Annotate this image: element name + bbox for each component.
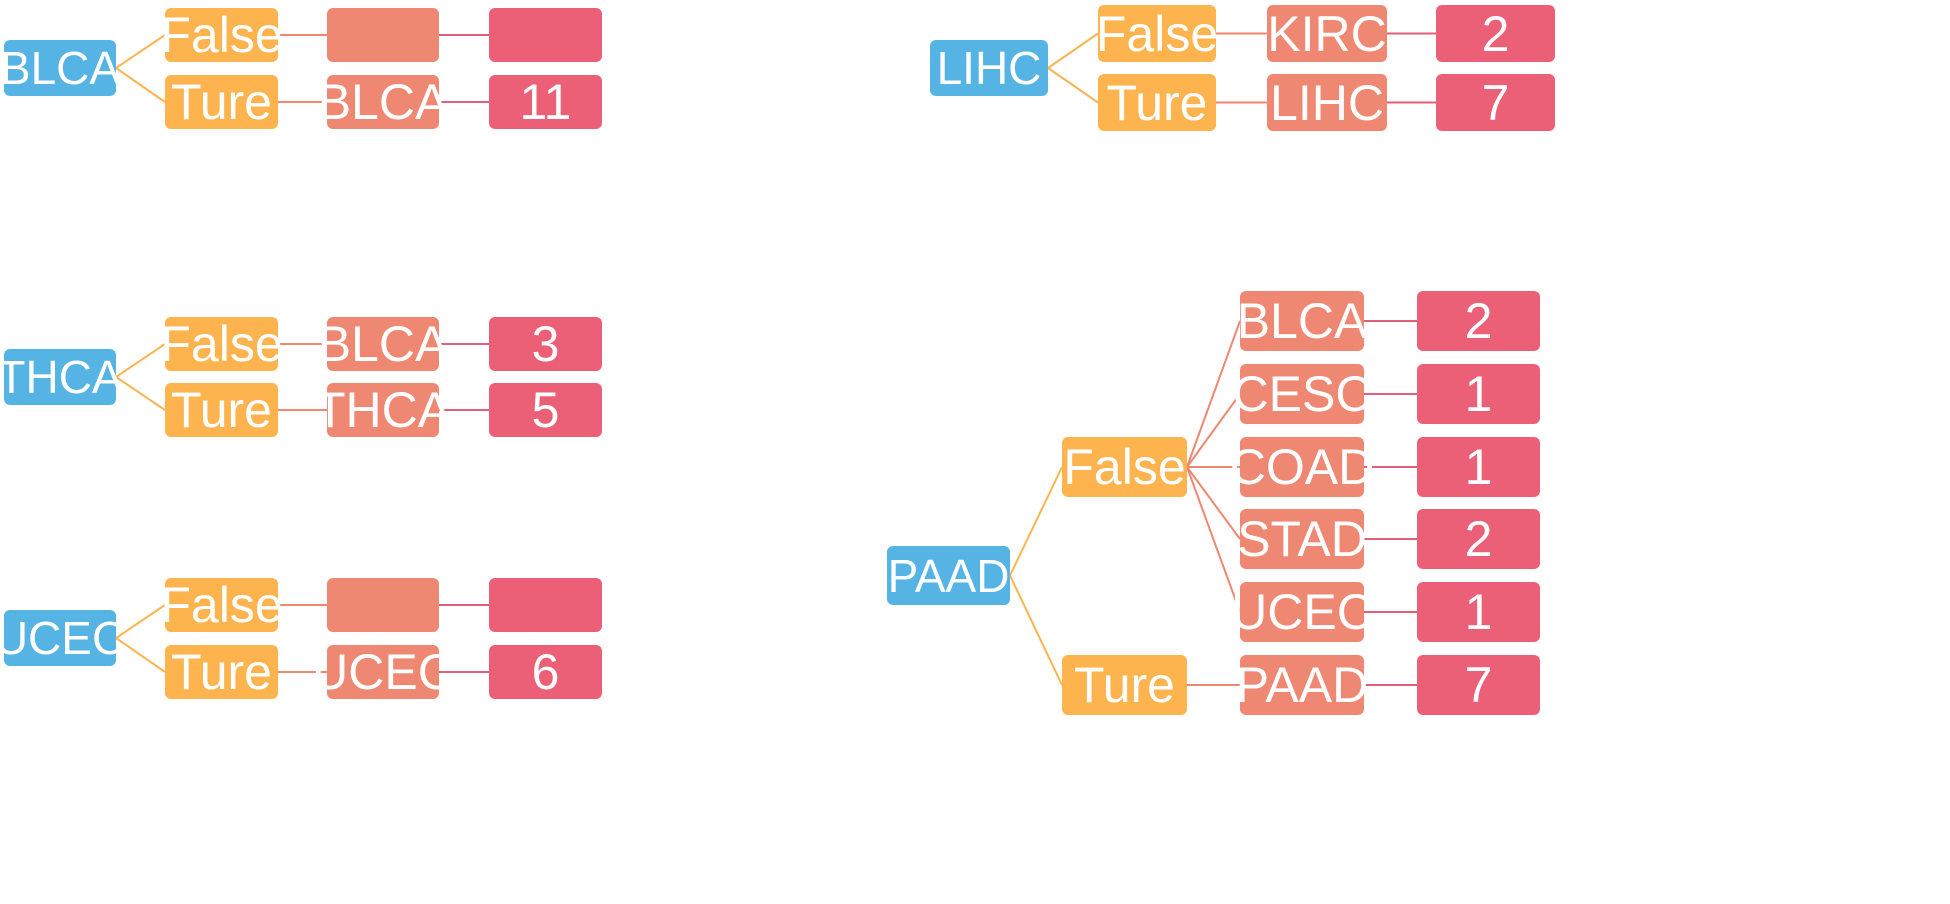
cancer-label-node: BLCA [317,74,449,130]
prediction-node: Ture [1062,655,1187,715]
cancer-label-node: LIHC [1267,74,1387,131]
count-node: 1 [1417,437,1540,497]
root-to-prediction-line [115,343,166,378]
count-node: 3 [489,317,602,371]
root-node: THCA [0,349,123,405]
count-node: 2 [1417,291,1540,351]
prediction-node: False [160,7,283,63]
cancer-label-node: KIRC [1267,5,1387,62]
count-node [489,8,602,62]
count-node [489,578,602,632]
prediction-to-label-line [1186,466,1241,540]
count-node: 1 [1417,364,1540,424]
count-node: 7 [1417,655,1540,715]
prediction-node: False [160,577,283,633]
root-node: BLCA [0,40,121,96]
prediction-node: False [1062,437,1187,497]
count-node: 2 [1436,5,1555,62]
cancer-label-node: BLCA [1236,291,1368,351]
cancer-label-node [327,8,439,62]
root-to-prediction-line [1047,32,1099,69]
root-to-prediction-line [115,34,166,69]
cancer-label-node: CESC [1232,364,1372,424]
prediction-node: Ture [165,645,278,699]
prediction-to-label-line [1186,466,1241,613]
root-to-prediction-line [1009,466,1063,576]
root-to-prediction-line [115,637,166,673]
cancer-label-node: BLCA [317,316,449,372]
root-to-prediction-line [115,376,166,411]
root-to-prediction-line [1009,575,1063,686]
root-to-prediction-line [115,604,166,639]
root-to-prediction-line [1047,67,1099,104]
root-to-prediction-line [115,67,166,103]
count-node: 2 [1417,509,1540,569]
prediction-to-label-line [1186,393,1241,468]
count-node: 7 [1436,74,1555,131]
prediction-node: Ture [165,383,278,437]
prediction-node: False [160,316,283,372]
cancer-label-node: PAAD [1235,655,1369,715]
cancer-label-node: UCEC [1231,582,1373,642]
prediction-node: Ture [165,75,278,129]
count-node: 1 [1417,582,1540,642]
cancer-label-node [327,578,439,632]
cancer-label-node: STAD [1237,509,1367,569]
cancer-label-node: UCEC [312,644,454,700]
prediction-node: Ture [1098,74,1216,131]
count-node: 11 [489,75,602,129]
cancer-label-node: COAD [1229,437,1375,497]
prediction-node: False [1095,5,1219,62]
root-node: LIHC [930,40,1048,96]
count-node: 5 [489,383,602,437]
count-node: 6 [489,645,602,699]
root-node: UCEC [0,610,126,666]
prediction-to-label-line [1186,320,1241,468]
root-node: PAAD [887,546,1010,605]
cancer-label-node: THCA [314,382,452,438]
